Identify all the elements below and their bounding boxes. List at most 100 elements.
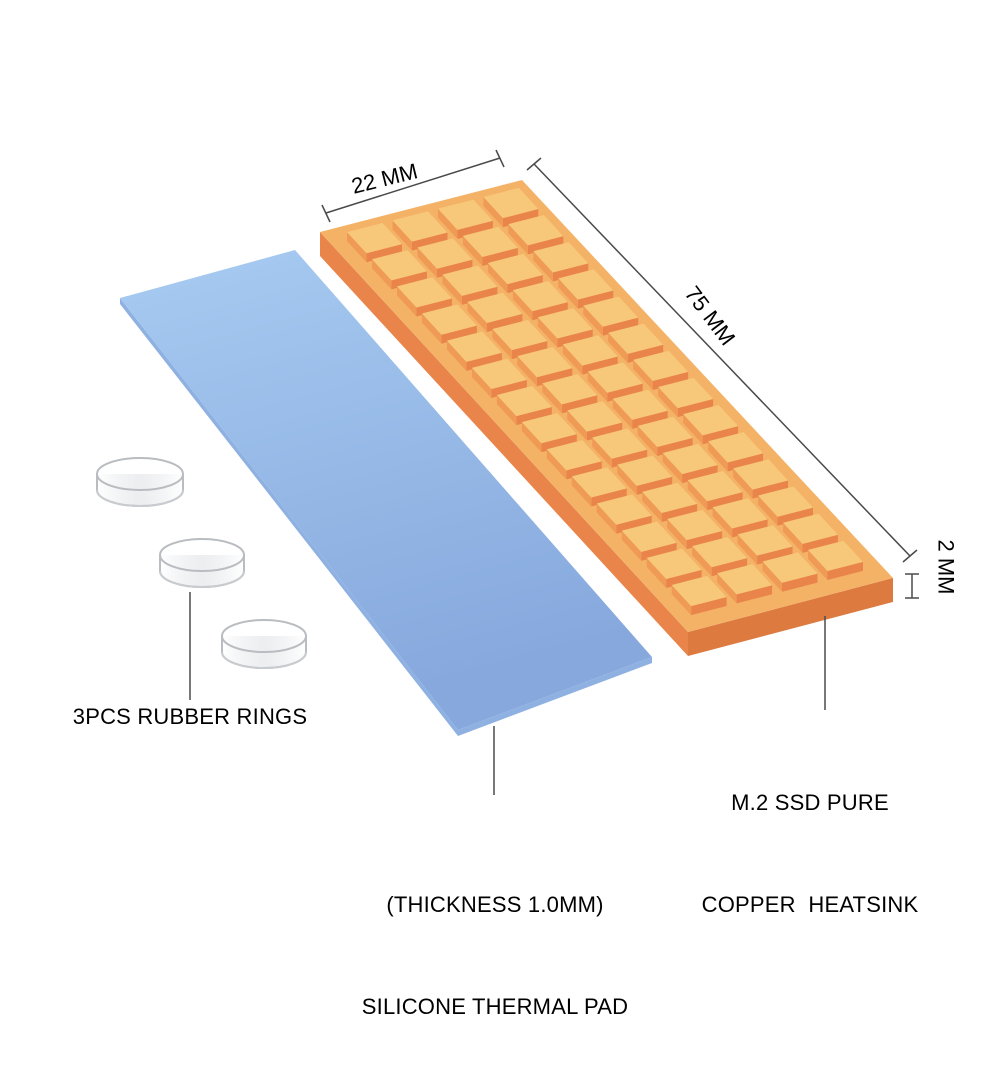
heatsink-fin bbox=[508, 215, 564, 246]
heatsink-fin-side bbox=[687, 480, 708, 511]
heatsink-fin-side bbox=[561, 395, 598, 414]
heatsink-fin bbox=[442, 265, 498, 296]
heatsink-fin bbox=[692, 536, 748, 568]
heatsink-fin-side bbox=[457, 220, 493, 239]
heatsink-fin-side bbox=[667, 518, 687, 550]
heatsink-fin-side bbox=[686, 531, 723, 550]
heatsink-fin bbox=[583, 296, 639, 327]
heatsink-fin bbox=[617, 455, 673, 486]
heatsink-fin-side bbox=[683, 414, 703, 445]
heatsink-fin bbox=[446, 331, 502, 362]
heatsink-fin-side bbox=[502, 209, 539, 228]
heatsink-fin-side bbox=[567, 410, 587, 441]
heatsink-fin-side bbox=[616, 515, 652, 534]
heatsink-fin-side bbox=[657, 437, 693, 457]
heatsink-fin-side bbox=[758, 495, 778, 526]
heatsink-fin-side bbox=[396, 286, 417, 317]
thermal-pad bbox=[120, 250, 652, 736]
heatsink-fin-side bbox=[621, 530, 642, 561]
heatsink-fin-side bbox=[417, 247, 437, 278]
heatsink-fin bbox=[562, 335, 618, 366]
heatsink-fin-side bbox=[442, 274, 462, 305]
heatsink-fin-side bbox=[537, 317, 558, 348]
thermal-pad-label-line-2: SILICONE THERMAL PAD bbox=[361, 994, 629, 1019]
heatsink-fin bbox=[637, 416, 693, 448]
heatsink-fin-side bbox=[737, 534, 758, 565]
heatsink-fin bbox=[533, 242, 589, 273]
heatsink-fin-side bbox=[552, 263, 589, 282]
heatsink-fin-side bbox=[517, 356, 537, 387]
heatsink-fin-side bbox=[782, 573, 818, 592]
heatsink-side-left bbox=[320, 232, 688, 656]
heatsink-fin-side bbox=[512, 290, 533, 321]
heatsink-fin bbox=[417, 238, 473, 269]
heatsink-fin bbox=[392, 211, 448, 242]
heatsink-fin-side bbox=[461, 286, 498, 305]
length-dimension-line bbox=[526, 157, 918, 563]
heatsink-fin bbox=[558, 269, 614, 300]
heatsink-fin bbox=[521, 412, 577, 444]
heatsink-fin bbox=[633, 350, 689, 382]
heatsink-fin-side bbox=[372, 259, 392, 290]
heatsink-fin-side bbox=[508, 224, 528, 255]
heatsink-fin-side bbox=[736, 585, 773, 604]
heatsink-fin-side bbox=[527, 236, 564, 255]
heatsink-fin-side bbox=[602, 317, 639, 336]
heatsink-fin bbox=[587, 362, 643, 393]
heatsink-fin bbox=[642, 482, 698, 513]
heatsink-fin-side bbox=[441, 325, 477, 344]
heatsink-fin-side bbox=[641, 542, 677, 561]
heatsink-fin-side bbox=[617, 464, 637, 495]
heatsink-fin bbox=[567, 401, 623, 432]
heatsink-fin bbox=[517, 346, 573, 378]
heatsink-fin bbox=[372, 250, 427, 281]
heatsink-fin-side bbox=[462, 235, 483, 267]
heatsink-fins bbox=[347, 187, 863, 616]
heatsink-fin-side bbox=[532, 302, 568, 321]
heatsink-fin bbox=[542, 374, 598, 405]
heatsink-fin-side bbox=[391, 271, 427, 290]
heatsink-fin-side bbox=[516, 407, 552, 426]
heatsink-fin-side bbox=[507, 275, 543, 294]
heatsink-fin-side bbox=[571, 476, 592, 507]
heatsink-fin-side bbox=[666, 569, 702, 588]
heatsink-fin bbox=[608, 323, 664, 354]
heatsink-fin-side bbox=[596, 503, 617, 534]
heatsink-fin bbox=[662, 443, 718, 475]
heatsink-fin-side bbox=[546, 449, 567, 480]
heatsink-fin-side bbox=[392, 220, 412, 251]
heatsink-fin-side bbox=[712, 507, 733, 538]
heatsink-fin-side bbox=[486, 313, 523, 332]
heatsink-fin bbox=[467, 292, 523, 323]
heatsink-fin bbox=[462, 226, 518, 258]
heatsink-fin bbox=[487, 253, 543, 285]
heatsink-fin-side bbox=[671, 584, 692, 616]
heatsink-fin-side bbox=[558, 278, 578, 309]
heatsink-fin bbox=[737, 525, 793, 556]
heatsink-fin bbox=[671, 575, 727, 607]
height-dimension-label: 2 MM bbox=[933, 539, 959, 595]
heatsink-fin-side bbox=[471, 367, 492, 398]
heatsink-fin-side bbox=[677, 399, 714, 418]
heatsink-fin bbox=[396, 277, 452, 308]
rubber-ring bbox=[221, 619, 307, 669]
heatsink-fin bbox=[496, 385, 552, 417]
heatsink-fin-side bbox=[808, 549, 828, 581]
heatsink-fin bbox=[621, 521, 677, 552]
heatsink-fin-side bbox=[608, 332, 628, 363]
heatsink-fin-side bbox=[627, 344, 664, 363]
heatsink-fin-side bbox=[607, 383, 643, 402]
heatsink-fin-side bbox=[691, 597, 727, 616]
heatsink-fin bbox=[537, 308, 593, 339]
heatsink-fin bbox=[712, 498, 768, 529]
heatsink-fin-side bbox=[636, 476, 673, 495]
heatsink-fin bbox=[683, 405, 739, 436]
heatsink-fin-side bbox=[496, 394, 517, 426]
heatsink-label-line-1: M.2 SSD PURE bbox=[731, 790, 889, 815]
heatsink-fin-side bbox=[702, 426, 739, 445]
heatsink-fin bbox=[546, 440, 602, 471]
heatsink-fin-side bbox=[717, 573, 737, 604]
heatsink-fin bbox=[762, 552, 818, 583]
thermal-pad-face bbox=[120, 250, 652, 730]
rubber-ring bbox=[159, 538, 245, 588]
